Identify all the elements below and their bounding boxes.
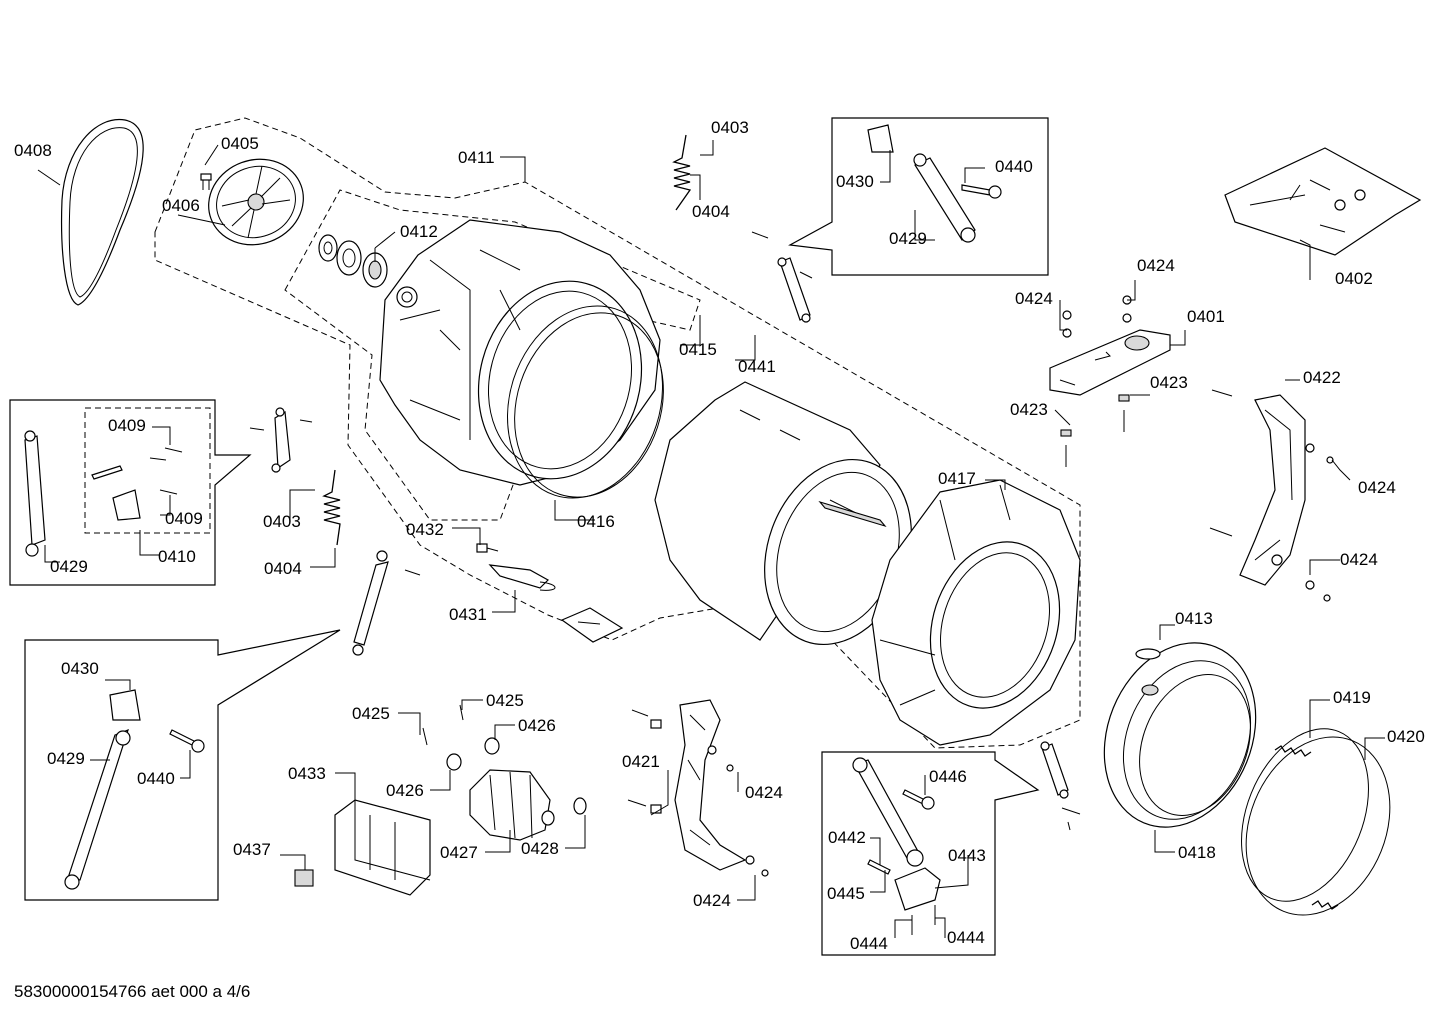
tub-seal-ring (507, 305, 664, 499)
callout-0424d: 0424 (1340, 550, 1378, 569)
pulley-screw (200, 173, 212, 190)
heater-label-plate (560, 607, 624, 643)
callout-0445: 0445 (827, 884, 865, 903)
callout-0428: 0428 (521, 839, 559, 858)
callout-0426: 0426 (518, 716, 556, 735)
callout-0412: 0412 (400, 222, 438, 241)
detail-box-bottom-right (821, 751, 1040, 956)
callout-0406: 0406 (162, 196, 200, 215)
callout-0425b: 0425 (486, 691, 524, 710)
leader-lines (37, 140, 1385, 938)
bearing-set (318, 234, 388, 288)
shock-absorber-right (1040, 741, 1081, 831)
front-tub (871, 479, 1081, 746)
callout-0424: 0424 (1137, 256, 1175, 275)
callout-0408: 0408 (14, 141, 52, 160)
callout-0401: 0401 (1187, 307, 1225, 326)
callout-0402: 0402 (1335, 269, 1373, 288)
suspension-spring-left (322, 469, 341, 546)
callout-0423b: 0423 (1010, 400, 1048, 419)
callout-0405: 0405 (221, 134, 259, 153)
callout-0409b: 0409 (165, 509, 203, 528)
callout-0430b: 0430 (61, 659, 99, 678)
callout-0419: 0419 (1333, 688, 1371, 707)
heating-element (488, 564, 556, 591)
drive-motor (422, 704, 587, 841)
detail-box-left (9, 399, 252, 586)
callout-0429b: 0429 (50, 557, 88, 576)
callout-0403: 0403 (711, 118, 749, 137)
hardware-kit-bag (1224, 147, 1422, 256)
callout-0432: 0432 (406, 520, 444, 539)
callout-0410: 0410 (158, 547, 196, 566)
shock-absorber-left (249, 407, 313, 473)
tub-bracket (627, 699, 769, 877)
callout-0424b: 0424 (1015, 289, 1053, 308)
document-id-footer: 58300000154766 aet 000 a 4/6 (14, 982, 250, 1001)
detail-box-top (788, 117, 1049, 276)
callout-0442: 0442 (828, 828, 866, 847)
counterweight (1049, 295, 1171, 396)
callout-labels: 0408 0405 0406 0411 0412 0403 0404 0430 … (14, 118, 1425, 953)
callout-0441: 0441 (738, 357, 776, 376)
callout-0425: 0425 (352, 704, 390, 723)
callout-0424c: 0424 (1358, 478, 1396, 497)
callout-0424e: 0424 (745, 783, 783, 802)
callout-0403b: 0403 (263, 512, 301, 531)
callout-0426b: 0426 (386, 781, 424, 800)
callout-0409: 0409 (108, 416, 146, 435)
shock-absorber-middle (352, 550, 421, 656)
detail-box-bottom-left (24, 629, 341, 901)
callout-0416: 0416 (577, 512, 615, 531)
callout-0440: 0440 (995, 157, 1033, 176)
callout-0413: 0413 (1175, 609, 1213, 628)
callout-0443: 0443 (948, 846, 986, 865)
callout-0430: 0430 (836, 172, 874, 191)
callout-0429c: 0429 (47, 749, 85, 768)
callout-0415: 0415 (679, 340, 717, 359)
inner-drum (654, 381, 912, 646)
electronic-control-module (294, 799, 431, 896)
callout-0444: 0444 (850, 934, 888, 953)
callout-0424f: 0424 (693, 891, 731, 910)
callout-0404: 0404 (692, 202, 730, 221)
door-seal (1103, 642, 1257, 828)
callout-0423: 0423 (1150, 373, 1188, 392)
callout-0422: 0422 (1303, 368, 1341, 387)
callout-0418: 0418 (1178, 843, 1216, 862)
shock-absorber-top (751, 231, 813, 323)
callout-0431: 0431 (449, 605, 487, 624)
callout-0446: 0446 (929, 767, 967, 786)
callout-0411: 0411 (458, 148, 495, 167)
callout-0444b: 0444 (947, 928, 985, 947)
drive-belt (61, 118, 144, 306)
callout-0440b: 0440 (137, 769, 175, 788)
counterweight-screws (1060, 394, 1130, 467)
seal-clamp-ring (1245, 736, 1391, 916)
callout-0421: 0421 (622, 752, 660, 771)
callout-0433: 0433 (288, 764, 326, 783)
suspension-spring-top (672, 134, 692, 211)
callout-0404b: 0404 (264, 559, 302, 578)
callout-0420: 0420 (1387, 727, 1425, 746)
callout-0437: 0437 (233, 840, 271, 859)
callout-0417: 0417 (938, 469, 976, 488)
rear-tub (379, 219, 661, 486)
callout-0429: 0429 (889, 229, 927, 248)
callout-0427: 0427 (440, 843, 478, 862)
ntc-sensor (476, 543, 499, 553)
front-counterweight (1209, 389, 1334, 602)
drum-pulley (208, 158, 304, 246)
